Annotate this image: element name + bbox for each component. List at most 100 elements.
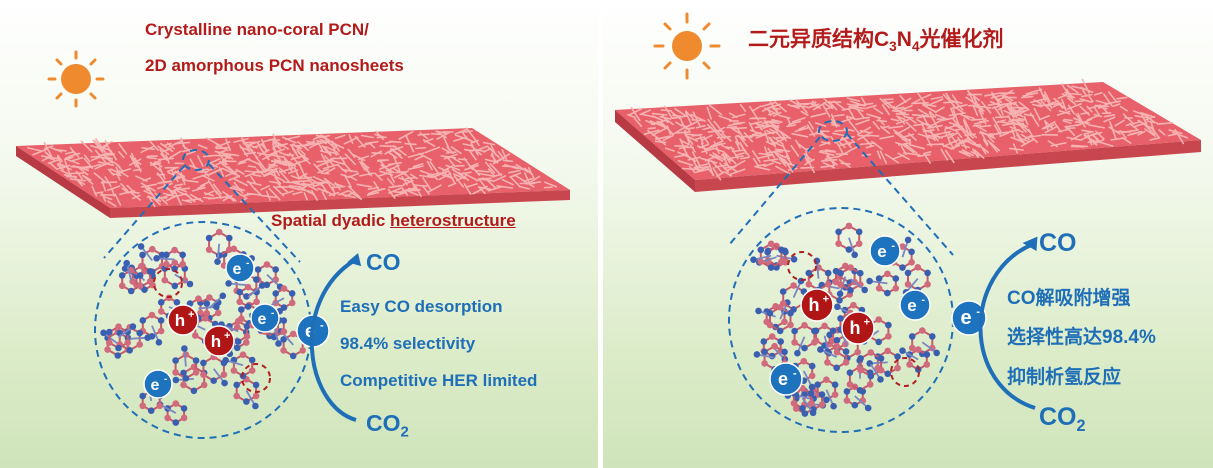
fiber	[774, 148, 791, 153]
fiber	[442, 164, 455, 172]
fiber	[1087, 134, 1093, 146]
atom	[845, 246, 853, 253]
fiber	[973, 149, 985, 159]
fiber	[192, 186, 206, 192]
fiber	[509, 175, 521, 187]
fiber	[905, 121, 917, 132]
fiber	[238, 158, 251, 164]
fiber	[212, 183, 222, 195]
fiber	[1080, 86, 1088, 97]
fiber	[329, 159, 346, 165]
fiber	[244, 172, 256, 178]
fiber	[1063, 118, 1073, 122]
fiber	[865, 104, 877, 109]
fiber	[1050, 142, 1067, 147]
fiber	[975, 125, 987, 132]
fiber	[149, 162, 162, 166]
fiber	[731, 113, 746, 119]
fiber	[115, 163, 124, 172]
fiber	[716, 126, 726, 133]
fiber	[494, 175, 507, 182]
atom	[851, 401, 859, 409]
left-artwork: e-e-e-e-h+h+	[16, 50, 570, 439]
fiber	[775, 165, 791, 175]
electron-sign: -	[793, 368, 797, 380]
fiber	[674, 154, 686, 158]
atom	[753, 351, 761, 358]
fiber	[270, 173, 285, 182]
atom	[923, 361, 931, 368]
atom	[181, 345, 188, 352]
atom	[842, 348, 850, 355]
fiber	[313, 140, 328, 146]
atom	[243, 339, 250, 346]
fiber	[786, 117, 792, 127]
hole-icon: h+	[167, 304, 199, 336]
atom	[221, 379, 228, 387]
atom	[885, 321, 892, 329]
atom	[127, 287, 135, 295]
fiber	[771, 118, 783, 123]
fiber	[809, 132, 824, 136]
atom	[190, 387, 198, 395]
atom	[155, 339, 163, 346]
co-label: CO	[1039, 229, 1077, 257]
atom	[197, 309, 204, 317]
fiber	[239, 144, 249, 157]
atom	[243, 398, 250, 405]
fiber	[791, 132, 809, 138]
atom	[172, 357, 179, 364]
fiber	[1013, 101, 1022, 111]
fiber	[465, 183, 478, 188]
fiber	[392, 145, 407, 156]
electron-icon: e-	[769, 362, 803, 396]
atom	[280, 317, 288, 324]
fiber	[140, 182, 156, 192]
atom	[779, 300, 787, 307]
atom	[180, 381, 187, 389]
atom	[148, 311, 156, 319]
fiber	[252, 174, 262, 177]
fiber	[224, 170, 238, 177]
fiber	[452, 136, 468, 142]
fiber	[923, 151, 932, 155]
atom	[833, 337, 841, 344]
fiber	[700, 157, 718, 164]
fiber	[814, 122, 827, 128]
fiber	[356, 183, 373, 188]
fiber	[189, 158, 198, 172]
fiber	[822, 162, 835, 169]
fiber	[260, 148, 270, 161]
fiber	[414, 184, 422, 198]
fiber	[418, 152, 433, 161]
fiber	[446, 168, 456, 185]
fiber	[763, 162, 774, 168]
fiber	[204, 190, 215, 196]
atom	[258, 282, 266, 289]
fiber	[769, 101, 779, 113]
atom	[778, 246, 785, 254]
fiber	[820, 164, 836, 168]
atom	[808, 383, 816, 391]
fiber	[934, 122, 940, 132]
fiber	[407, 165, 424, 171]
fiber	[821, 141, 831, 145]
fiber	[872, 121, 881, 130]
atom	[124, 328, 131, 336]
atom	[875, 316, 882, 323]
atom	[192, 369, 200, 376]
fiber	[830, 113, 837, 126]
fiber	[189, 193, 204, 203]
fiber	[739, 103, 747, 112]
fiber	[1095, 99, 1109, 105]
fiber	[463, 183, 472, 195]
fiber	[908, 143, 926, 150]
fiber	[390, 185, 401, 189]
fiber	[758, 153, 774, 159]
fiber	[768, 136, 776, 148]
atom	[136, 282, 144, 290]
atom	[805, 281, 813, 288]
fiber	[149, 161, 162, 172]
fiber	[297, 161, 306, 178]
fiber	[930, 96, 944, 100]
